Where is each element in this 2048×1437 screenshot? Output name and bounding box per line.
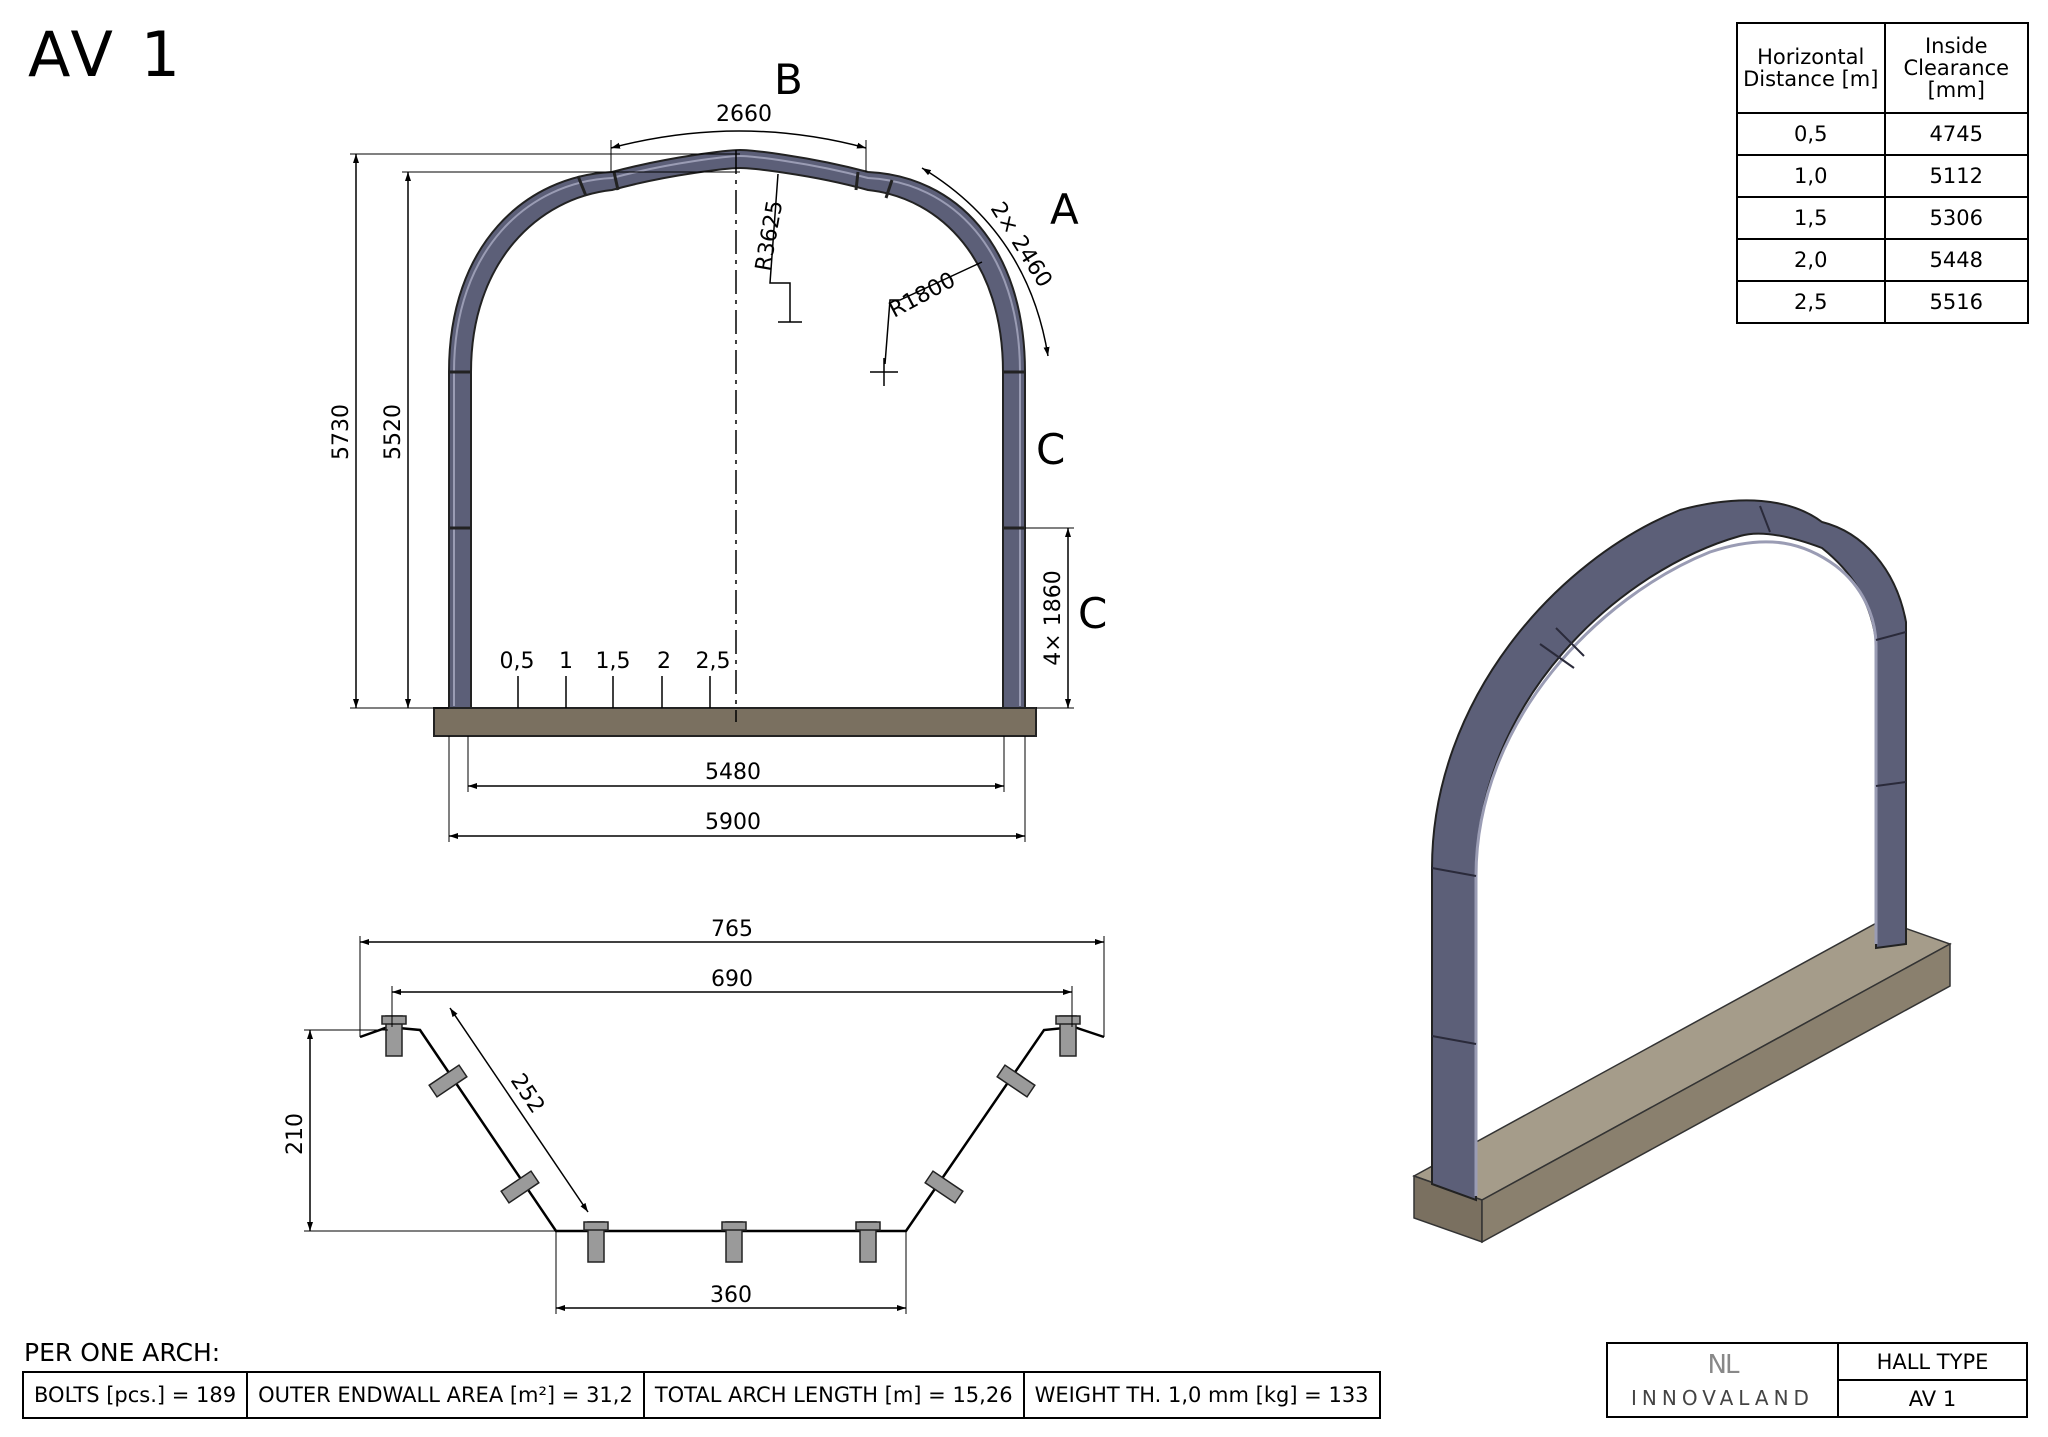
outer-width-dimension: 5900 <box>705 810 761 835</box>
company-name: INNOVALAND <box>1631 1386 1814 1410</box>
profile-outline <box>359 1025 1105 1233</box>
segment-label-c: C <box>1036 425 1065 474</box>
tick-label: 1,5 <box>596 649 631 674</box>
table-cell: 5516 <box>1883 280 2030 324</box>
profile-flank-length: 252 <box>505 1069 549 1118</box>
table-cell: 4745 <box>1883 112 2030 156</box>
arch-length: TOTAL ARCH LENGTH [m] = 15,26 <box>642 1371 1025 1419</box>
profile-height: 210 <box>283 1113 308 1155</box>
clearance-ticks <box>517 676 711 708</box>
iso-arch <box>1431 499 1907 1202</box>
segment-label-a: A <box>1050 185 1079 234</box>
per-arch-stats: BOLTS [pcs.] = 189 OUTER ENDWALL AREA [m… <box>21 1371 1381 1419</box>
bolts <box>381 1015 1081 1263</box>
tick-label: 0,5 <box>500 649 535 674</box>
radius-small-label: R1800 <box>885 268 960 324</box>
table-cell: 5448 <box>1883 238 2030 282</box>
table-cell: 2,0 <box>1736 238 1886 282</box>
height-outer-dimension: 5730 <box>329 404 354 460</box>
segment-label-b: B <box>774 55 803 104</box>
drawing-title: AV 1 <box>28 18 185 91</box>
isometric-view <box>1412 499 1952 1244</box>
column-header: Inside Clearance [mm] <box>1883 22 2030 114</box>
per-arch-label: PER ONE ARCH: <box>24 1338 221 1367</box>
table-cell: 1,5 <box>1736 196 1886 240</box>
tick-label: 2,5 <box>696 649 731 674</box>
table-cell: 0,5 <box>1736 112 1886 156</box>
arch-profile <box>448 148 1026 709</box>
base-slab <box>433 707 1037 737</box>
iso-base-side <box>1481 942 1951 1244</box>
tick-label: 1 <box>559 649 573 674</box>
company-logo: NL INNOVALAND <box>1608 1344 1839 1416</box>
clearance-table: Horizontal Distance [m] Inside Clearance… <box>1736 22 2030 324</box>
height-inner-dimension: 5520 <box>381 404 406 460</box>
profile-outer-width: 765 <box>711 917 753 942</box>
hall-type-value: AV 1 <box>1908 1386 1957 1411</box>
table-cell: 1,0 <box>1736 154 1886 198</box>
segment-label-c: C <box>1078 589 1107 638</box>
arch-weight: WEIGHT TH. 1,0 mm [kg] = 133 <box>1022 1371 1381 1419</box>
endwall-area: OUTER ENDWALL AREA [m²] = 31,2 <box>246 1371 645 1419</box>
iso-base-top <box>1412 919 1952 1201</box>
table-cell: 2,5 <box>1736 280 1886 324</box>
table-cell: 5112 <box>1883 154 2030 198</box>
segment-joints <box>449 171 1025 530</box>
table-row: BOLTS [pcs.] = 189 OUTER ENDWALL AREA [m… <box>21 1371 1381 1419</box>
front-view: 0,5 1 1,5 2 2,5 R3625 R1800 2660 2× 2460 <box>329 55 1107 842</box>
bolts-count: BOLTS [pcs.] = 189 <box>21 1371 249 1419</box>
title-block: NL INNOVALAND HALL TYPE AV 1 <box>1606 1342 2028 1418</box>
table-header-row: Horizontal Distance [m] Inside Clearance… <box>1736 22 2030 114</box>
table-cell: 5306 <box>1883 196 2030 240</box>
leg-segment-dimension: 4× 1860 <box>1041 570 1066 665</box>
top-arc-dimension: 2660 <box>716 102 772 127</box>
column-header: Horizontal Distance [m] <box>1736 22 1886 114</box>
tick-label: 2 <box>657 649 671 674</box>
logo-icon: NL <box>1707 1350 1740 1380</box>
hall-type-info: HALL TYPE AV 1 <box>1839 1344 2026 1416</box>
profile-bottom-width: 360 <box>710 1283 752 1308</box>
radius-big-label: R3625 <box>751 199 788 274</box>
hall-type-label: HALL TYPE <box>1839 1344 2026 1381</box>
profile-inner-width: 690 <box>711 967 753 992</box>
inner-width-dimension: 5480 <box>705 760 761 785</box>
profile-section: 765 690 252 210 360 <box>283 917 1105 1314</box>
